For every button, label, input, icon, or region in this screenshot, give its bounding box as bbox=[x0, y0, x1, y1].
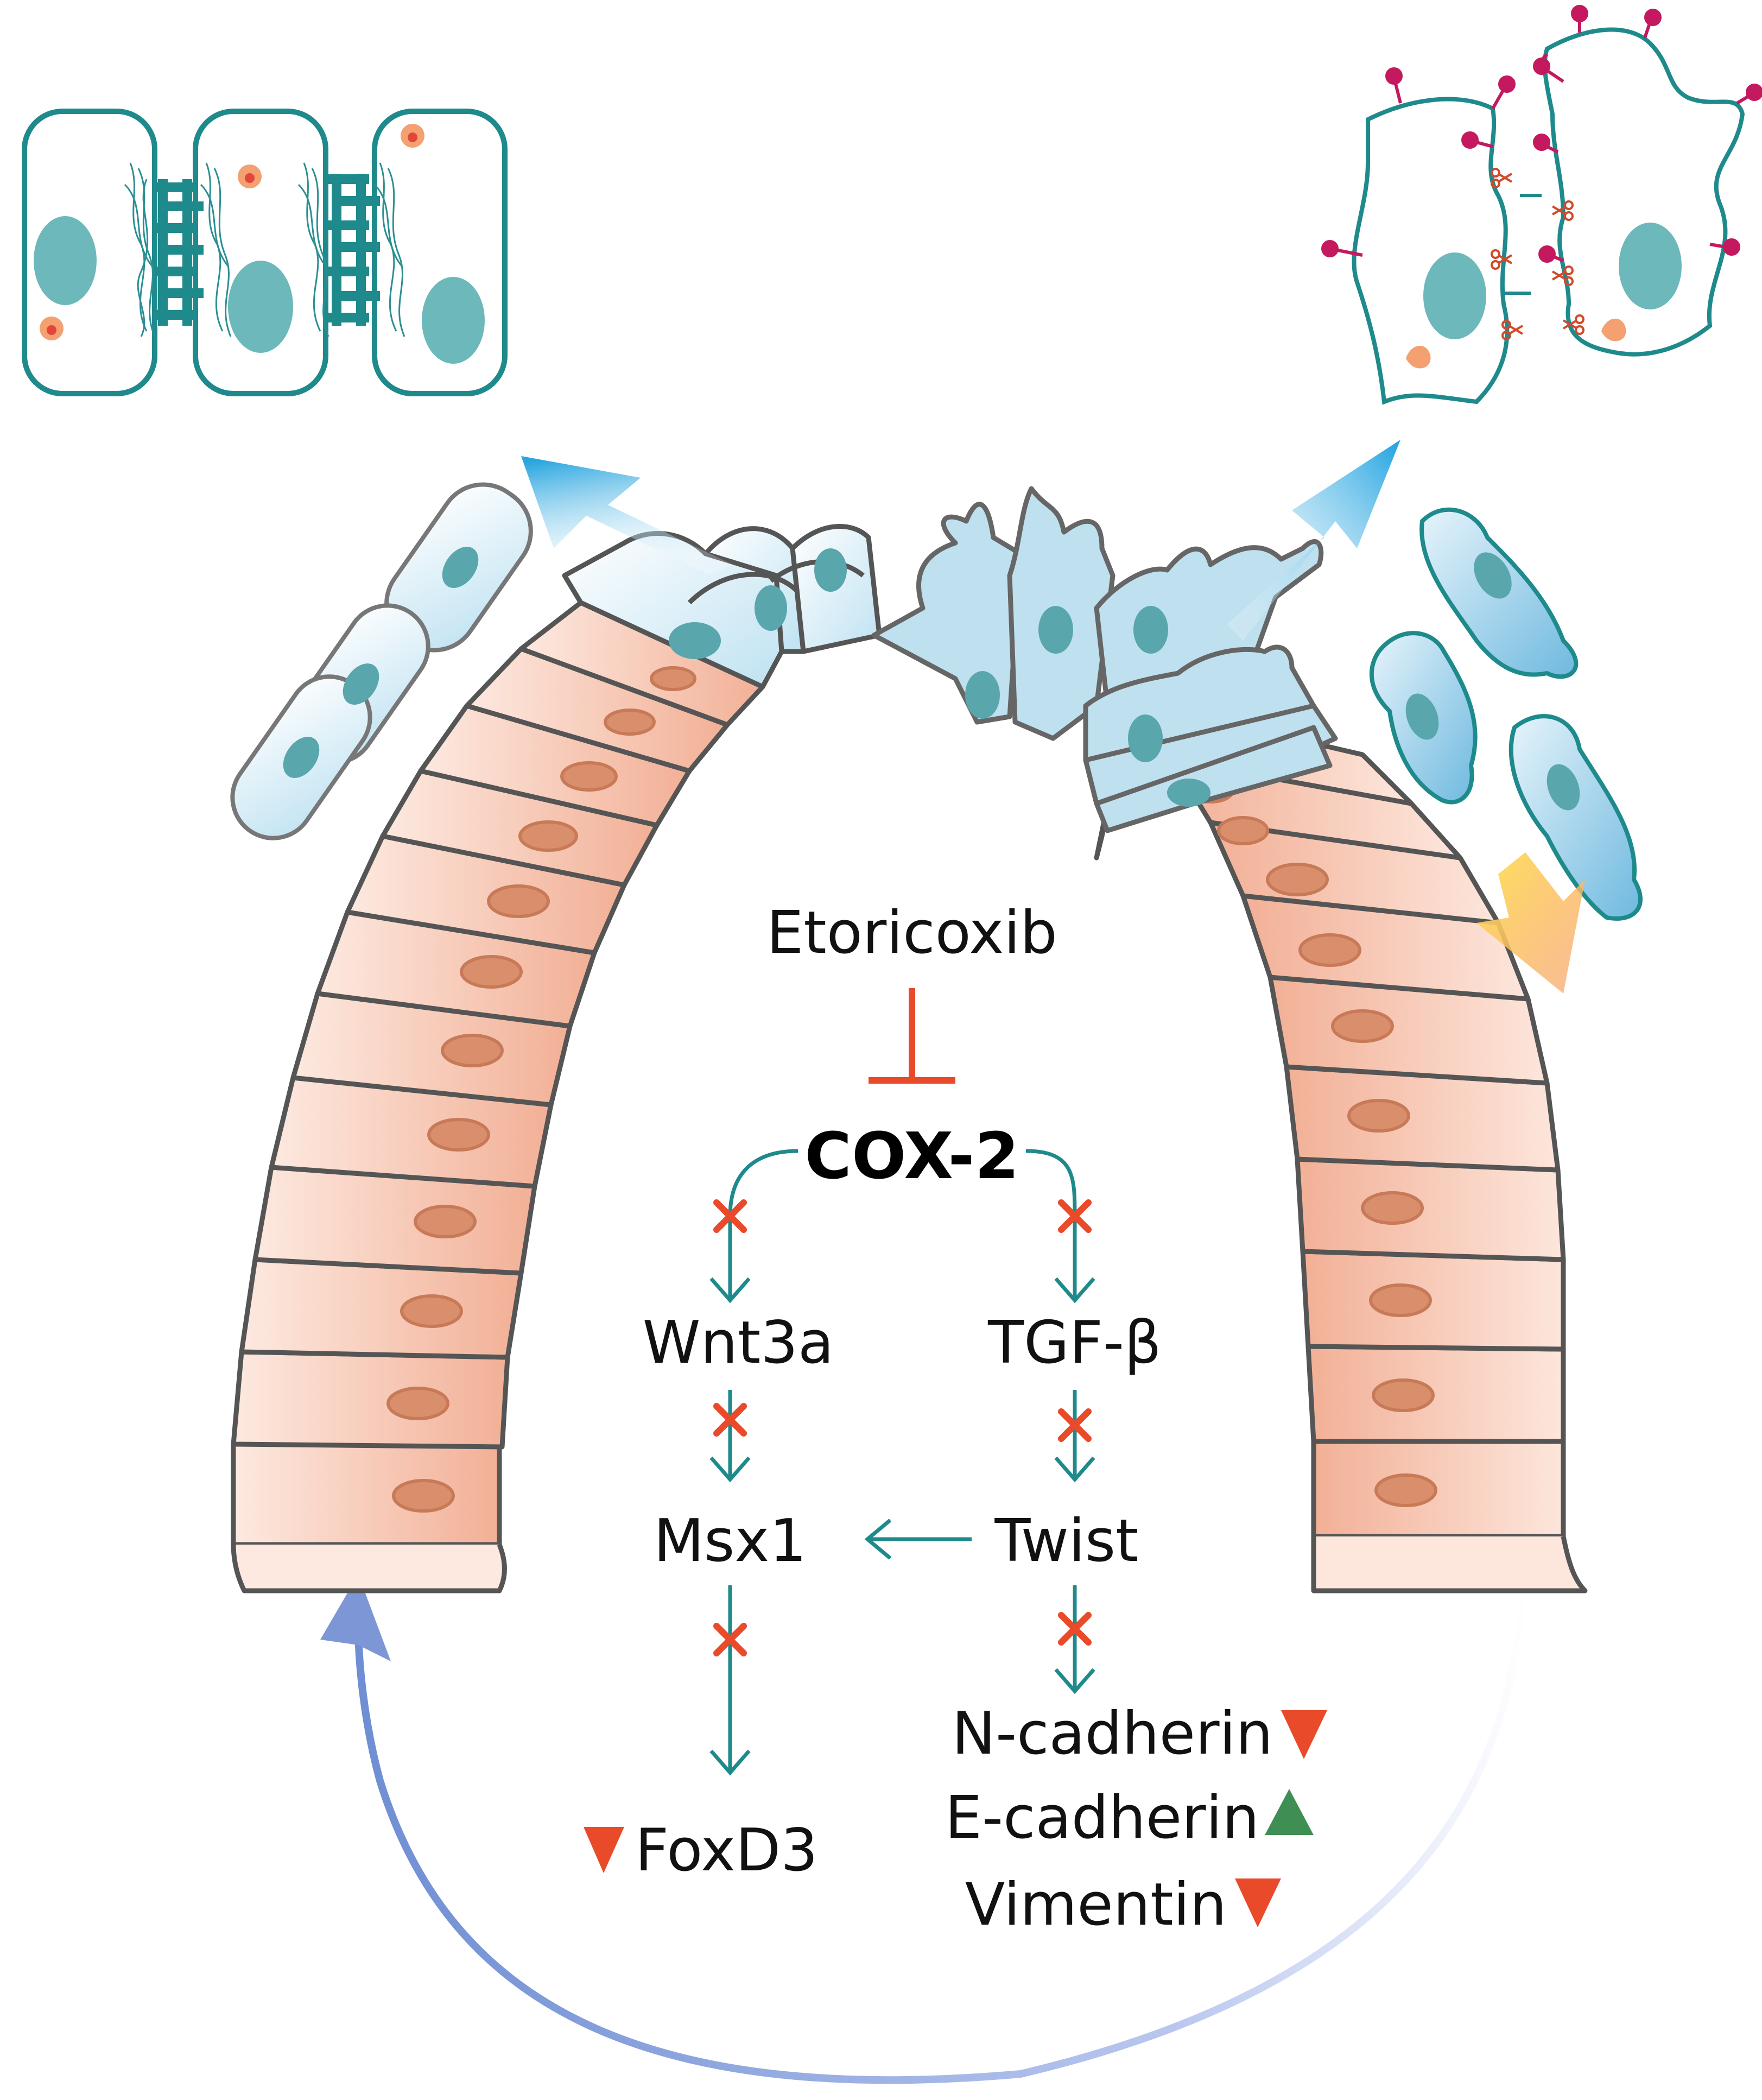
inhibition-bar bbox=[869, 988, 955, 1084]
left-epithelium-nuclei bbox=[386, 666, 696, 1513]
cox2-branch-arrows bbox=[709, 1149, 1095, 1304]
left-epithelium bbox=[231, 600, 765, 1593]
epithelial-junction-panel bbox=[22, 109, 508, 396]
organelles bbox=[40, 124, 424, 340]
left-transition-nuclei bbox=[669, 548, 847, 659]
right-transition-cells bbox=[871, 486, 1338, 833]
organelles-right bbox=[1406, 318, 1626, 369]
marker-down-indicator bbox=[1235, 1878, 1281, 1927]
left-output-label: FoxD3 bbox=[635, 1817, 818, 1884]
marker-down-indicator bbox=[1281, 1710, 1327, 1759]
right-middle-label: Twist bbox=[994, 1507, 1138, 1575]
left-middle-label: Msx1 bbox=[654, 1507, 807, 1575]
right-floating-nuclei bbox=[1405, 552, 1580, 811]
blocked-x-marks bbox=[713, 1199, 1092, 1656]
scissors-cleavage-icons bbox=[1491, 168, 1584, 340]
surface-receptors bbox=[1321, 5, 1762, 263]
right-transition-nuclei bbox=[965, 606, 1210, 807]
cycle-arrow bbox=[320, 1574, 1529, 2084]
pathway: Etoricoxib COX-2 Wnt3a TGF-β Msx1 Twist bbox=[584, 899, 1327, 1939]
target-label: COX-2 bbox=[804, 1118, 1019, 1193]
downward-yellow-arrow bbox=[1476, 852, 1585, 994]
cytoskeleton-fibers bbox=[124, 162, 405, 337]
right-epithelium bbox=[1094, 698, 1588, 1593]
junction-ladder-left bbox=[155, 179, 204, 326]
right-upstream-label: TGF-β bbox=[987, 1309, 1162, 1377]
middle-arrows bbox=[709, 1390, 1095, 1560]
marker-label: N-cadherin bbox=[952, 1700, 1273, 1768]
foxd3-down-indicator bbox=[584, 1827, 624, 1873]
marker-up-indicator bbox=[1265, 1789, 1314, 1835]
lower-arrows bbox=[709, 1585, 1095, 1776]
junction-ladder-right bbox=[326, 174, 380, 326]
marker-label: E-cadherin bbox=[945, 1784, 1259, 1852]
left-migration-arrow bbox=[521, 456, 733, 575]
marker-label: Vimentin bbox=[965, 1871, 1227, 1939]
left-upstream-label: Wnt3a bbox=[643, 1309, 834, 1377]
marker-list: N-cadherin E-cadherin Vimentin bbox=[945, 1700, 1327, 1939]
drug-label: Etoricoxib bbox=[766, 899, 1057, 967]
mesenchymal-panel bbox=[1321, 5, 1762, 405]
left-floating-nuclei bbox=[283, 547, 479, 778]
right-migration-arrow bbox=[1227, 440, 1400, 641]
